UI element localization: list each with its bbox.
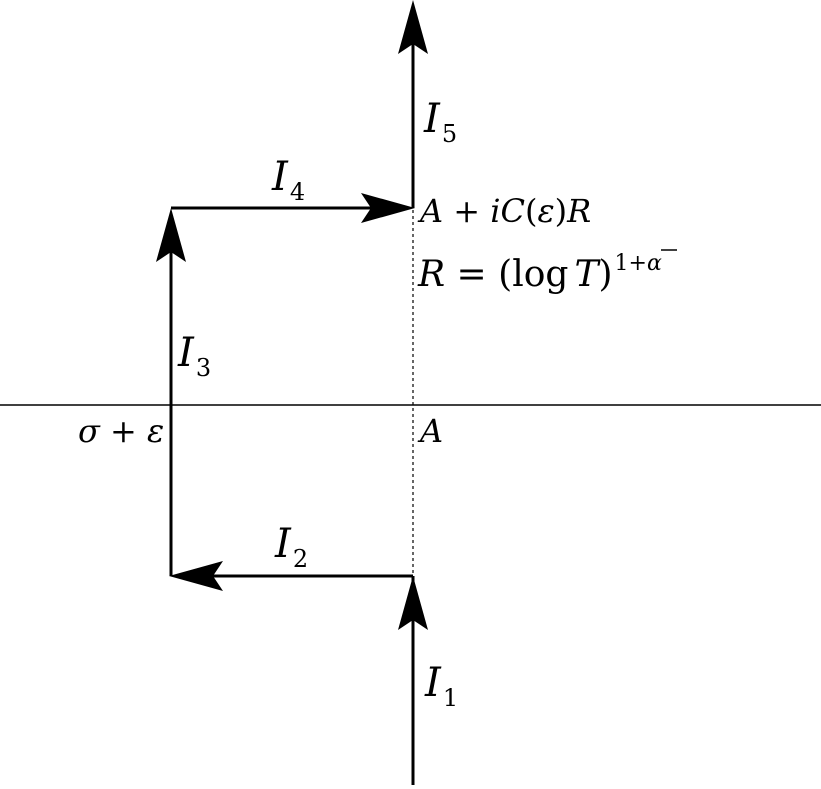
arrow-I3 bbox=[156, 208, 186, 262]
label-corner-A-iCR: A + iC(ε)R bbox=[417, 192, 591, 230]
label-I4: I4 bbox=[271, 154, 305, 206]
arrow-I4 bbox=[361, 193, 415, 223]
arrow-I5 bbox=[398, 0, 428, 54]
contour-path bbox=[169, 24, 415, 785]
label-point-A: A bbox=[417, 412, 443, 450]
label-I3: I3 bbox=[177, 330, 211, 382]
label-I1: I1 bbox=[424, 660, 458, 712]
label-sigma-plus-epsilon: σ + ε bbox=[78, 412, 164, 450]
arrow-I1 bbox=[398, 576, 428, 630]
label-I5: I5 bbox=[423, 96, 457, 148]
label-I2: I2 bbox=[274, 521, 308, 573]
arrow-I2 bbox=[169, 561, 223, 591]
arrowheads bbox=[156, 0, 428, 630]
